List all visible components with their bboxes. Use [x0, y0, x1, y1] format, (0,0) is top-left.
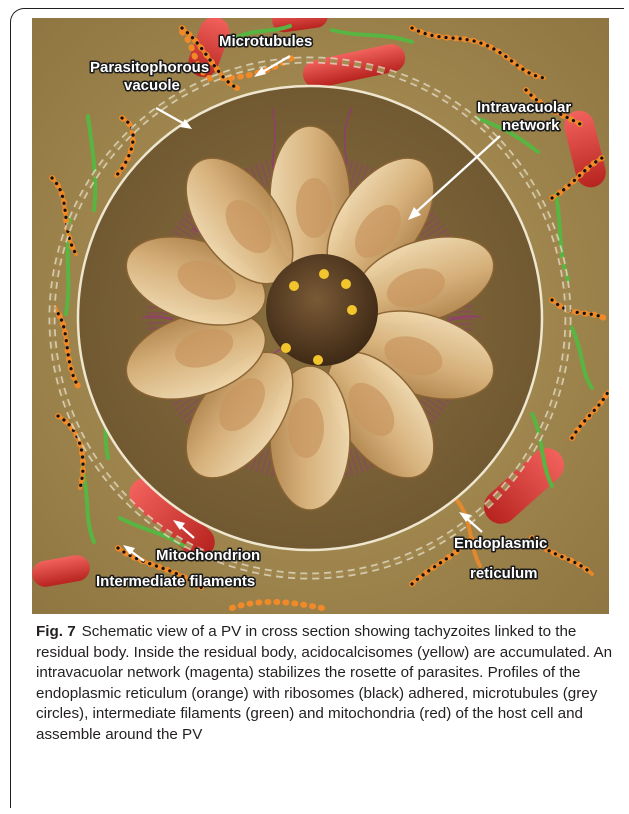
label-ivn-line1: Intravacuolar [477, 99, 571, 116]
figure-caption: Fig. 7Schematic view of a PV in cross se… [36, 622, 618, 745]
label-ivn-line2: network [502, 117, 560, 134]
label-microtubules: Microtubules [219, 33, 312, 50]
figure-caption-text: Schematic view of a PV in cross section … [36, 623, 612, 743]
label-er-line2: reticulum [470, 565, 538, 582]
pv-illustration: Microtubules Parasitophorous vacuole Int… [32, 18, 609, 614]
label-pv-line2: vacuole [124, 77, 180, 94]
figure-number: Fig. 7 [36, 623, 76, 640]
label-pv-line1: Parasitophorous [90, 59, 209, 76]
label-mitochondrion: Mitochondrion [156, 547, 260, 564]
label-er-line1: Endoplasmic [454, 535, 547, 552]
label-intermediate-filaments: Intermediate filaments [96, 573, 255, 590]
